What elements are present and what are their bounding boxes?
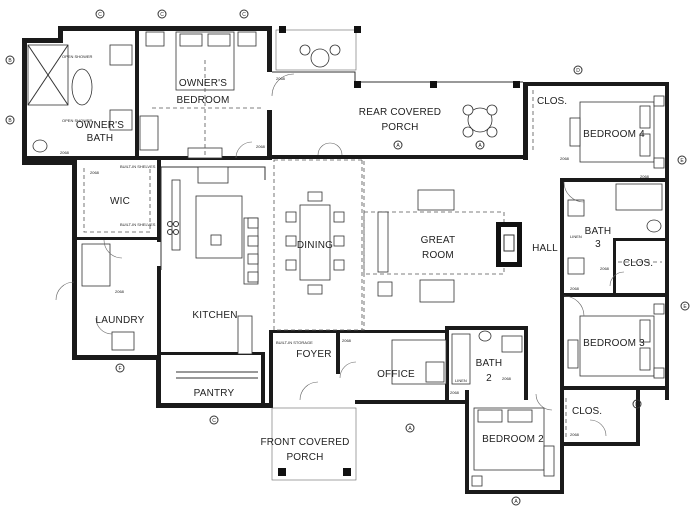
door-tag: 2068 [640, 174, 650, 179]
room-label-great-room: GREAT [421, 235, 456, 246]
note-open-shower: OPEN SHOWER [62, 118, 93, 123]
section-marker-e: E [677, 155, 687, 165]
svg-text:D: D [635, 402, 639, 408]
door-tag: 2068 [276, 76, 286, 81]
note-linen: LINEN [570, 234, 582, 239]
room-label-bedroom-4: BEDROOM 4 [583, 129, 645, 140]
room-label-bath-3: BATH [585, 226, 612, 237]
room-label-laundry: LAUNDRY [95, 315, 144, 326]
room-label-closet-3: CLOS. [623, 258, 653, 269]
room-label-front-porch: FRONT COVERED [260, 437, 349, 448]
room-labels: OWNER'S BATH OWNER'S BEDROOM REAR COVERE… [76, 78, 653, 463]
door-tag: 2068 [560, 156, 570, 161]
room-label-owners-bedroom: OWNER'S [179, 78, 227, 89]
door-tag: 2068 [570, 432, 580, 437]
room-label-front-porch: PORCH [286, 452, 323, 463]
svg-text:D: D [576, 68, 580, 74]
section-marker-f: F [115, 363, 125, 373]
note-built-in-storage: BUILT-IN STORAGE [276, 340, 313, 345]
section-marker-c: C [209, 415, 219, 425]
interior-lines [27, 26, 665, 487]
door-tag: 2068 [342, 338, 352, 343]
room-label-wic: WIC [110, 196, 130, 207]
room-label-hall: HALL [532, 243, 558, 254]
svg-text:A: A [514, 499, 518, 505]
section-marker-a: A [393, 140, 403, 150]
svg-text:A: A [408, 426, 412, 432]
section-marker-c: C [95, 9, 105, 19]
door-tag: 2068 [256, 144, 266, 149]
section-marker-b: B [5, 115, 15, 125]
svg-text:A: A [396, 143, 400, 149]
svg-text:E: E [683, 304, 687, 310]
room-label-bedroom-2: BEDROOM 2 [482, 434, 544, 445]
room-label-rear-porch: REAR COVERED [359, 107, 441, 118]
svg-text:B: B [8, 118, 12, 124]
svg-text:C: C [98, 12, 102, 18]
room-label-closet-2: CLOS. [572, 406, 602, 417]
svg-text:A: A [478, 143, 482, 149]
room-label-kitchen: KITCHEN [192, 310, 237, 321]
svg-text:B: B [8, 58, 12, 64]
room-label-bath-2: 2 [486, 373, 492, 384]
room-label-office: OFFICE [377, 369, 415, 380]
door-tags: 2068 2068 2068 2068 2068 2068 2068 2068 … [60, 76, 650, 437]
door-swings [55, 73, 625, 437]
door-tag: 2068 [60, 150, 70, 155]
room-label-dining: DINING [297, 240, 333, 251]
svg-text:F: F [118, 366, 121, 372]
walls [22, 26, 669, 494]
section-markers: C C C B B D E E D A A A A F C [5, 9, 690, 506]
room-label-bath-2: BATH [476, 358, 503, 369]
door-tag: 2068 [502, 376, 512, 381]
room-label-great-room: ROOM [422, 250, 454, 261]
room-label-owners-bath: OWNER'S [76, 120, 124, 131]
room-label-rear-porch: PORCH [381, 122, 418, 133]
section-marker-a: A [511, 496, 521, 506]
svg-text:E: E [680, 158, 684, 164]
room-label-bedroom-3: BEDROOM 3 [583, 338, 645, 349]
svg-text:C: C [212, 418, 216, 424]
section-marker-c: C [239, 9, 249, 19]
room-label-owners-bath: BATH [87, 133, 114, 144]
room-label-foyer: FOYER [296, 349, 331, 360]
section-marker-e: E [680, 301, 690, 311]
section-marker-b: B [5, 55, 15, 65]
notes: OPEN SHOWER OPEN SHOWER BUILT-IN SHELVES… [62, 54, 582, 383]
section-marker-c: C [157, 9, 167, 19]
section-marker-a: A [475, 140, 485, 150]
note-open-shower: OPEN SHOWER [62, 54, 93, 59]
door-tag: 2068 [115, 289, 125, 294]
room-label-owners-bedroom: BEDROOM [176, 95, 229, 106]
door-tag: 2068 [600, 266, 610, 271]
svg-text:C: C [160, 12, 164, 18]
note-linen: LINEN [455, 378, 467, 383]
room-label-closet-4: CLOS. [537, 96, 567, 107]
door-tag: 2068 [570, 286, 580, 291]
svg-text:C: C [242, 12, 246, 18]
room-label-bath-3: 3 [595, 239, 601, 250]
note-built-in-shelves: BUILT-IN SHELVES [120, 222, 156, 227]
section-marker-a: A [405, 423, 415, 433]
door-tag: 2068 [450, 390, 460, 395]
section-marker-d: D [632, 399, 642, 409]
room-label-pantry: PANTRY [194, 388, 235, 399]
section-marker-d: D [573, 65, 583, 75]
note-built-in-shelves: BUILT-IN SHELVES [120, 164, 156, 169]
door-tag: 2068 [90, 170, 100, 175]
